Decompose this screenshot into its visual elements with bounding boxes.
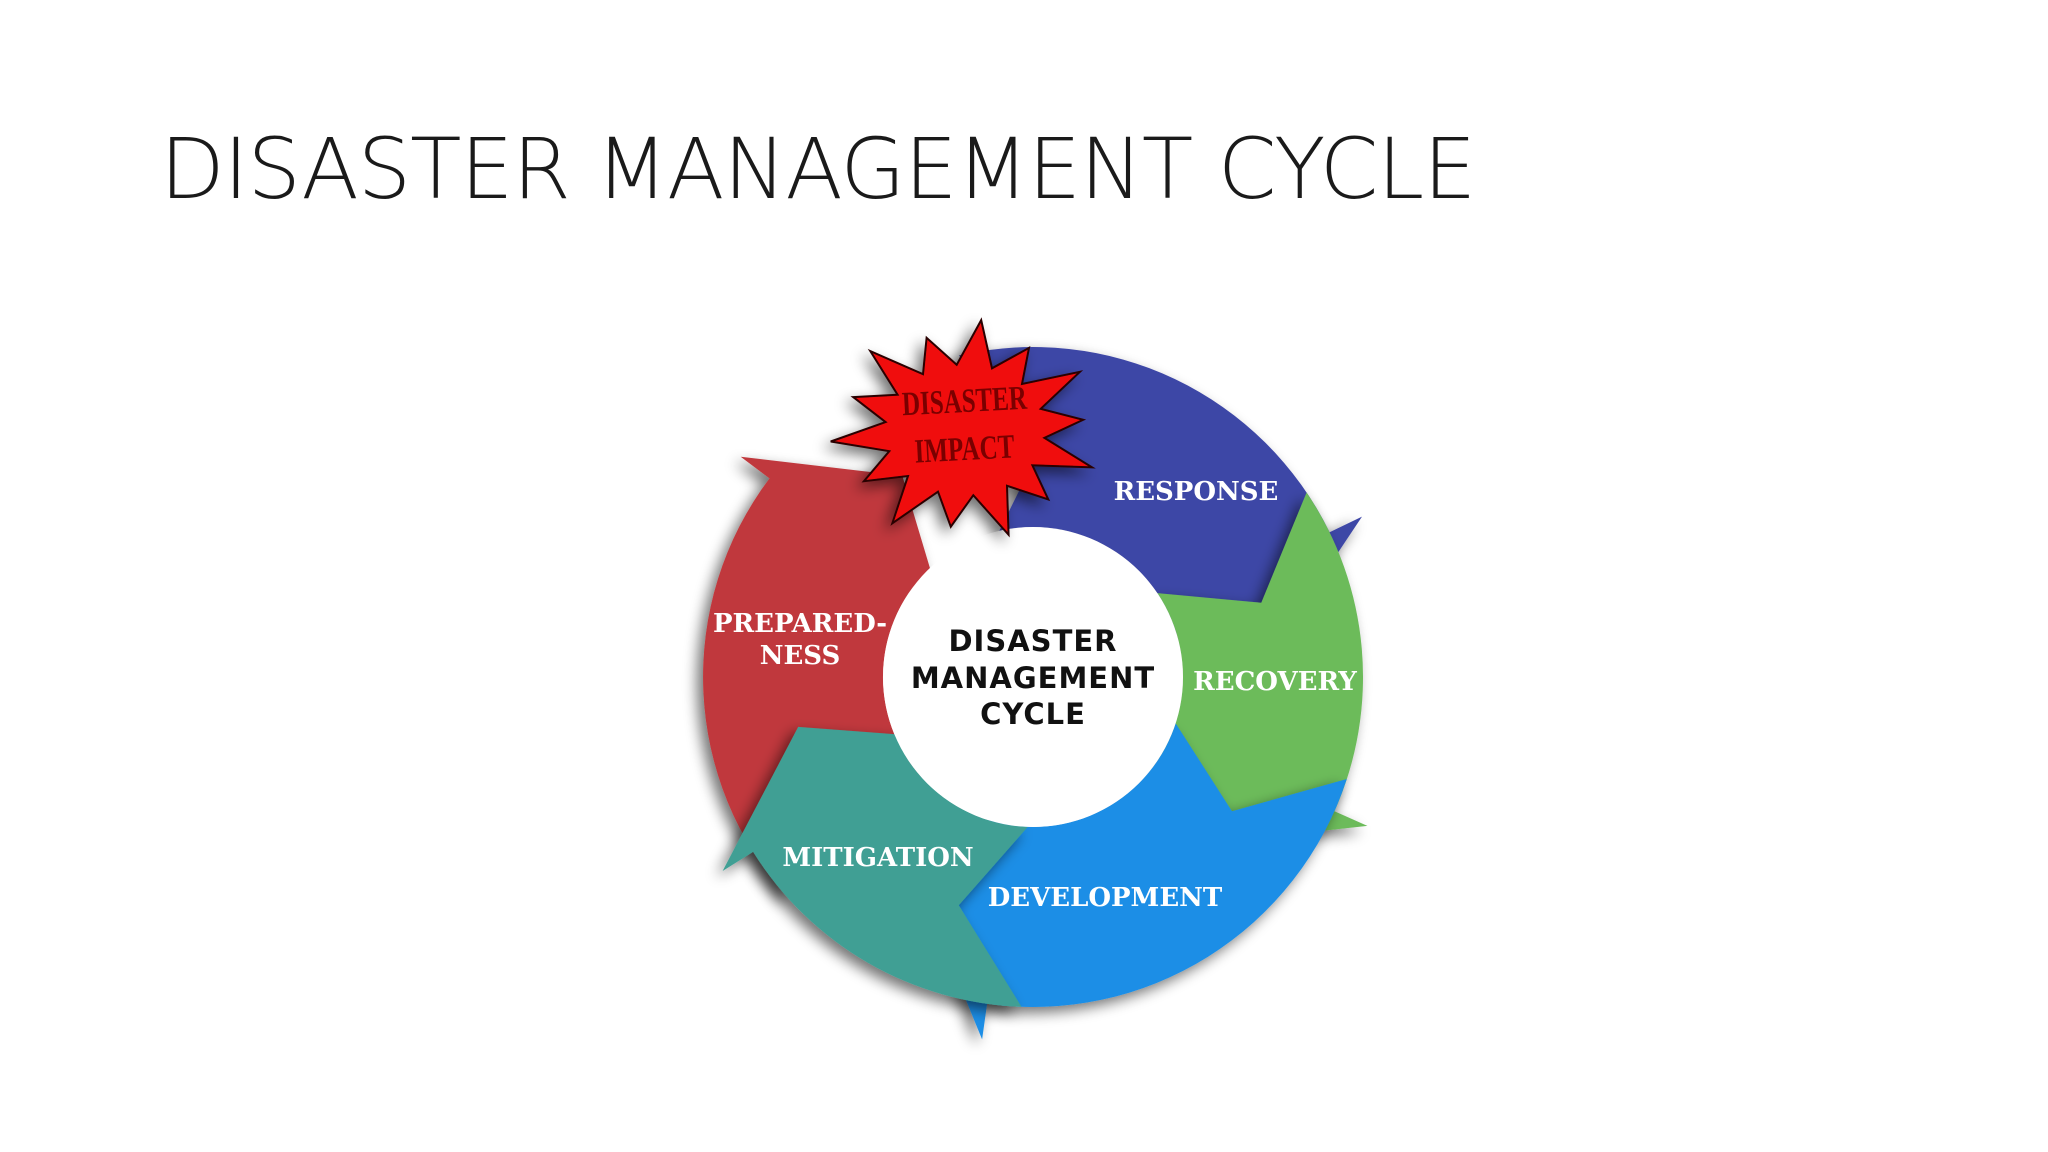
recovery-label: RECOVERY xyxy=(1193,667,1357,697)
burst-label-line1: DISASTER xyxy=(901,380,1028,424)
disaster-impact-burst xyxy=(830,317,1096,538)
center-hub xyxy=(883,527,1183,827)
center-label-line1: DISASTER xyxy=(948,624,1117,658)
response-label: RESPONSE xyxy=(1114,477,1279,507)
development-arrow xyxy=(920,723,1347,1040)
center-label-line2: MANAGEMENT xyxy=(911,661,1155,695)
development-label: DEVELOPMENT xyxy=(988,883,1223,913)
mitigation-arrow xyxy=(722,726,1028,1007)
burst-label-line2: IMPACT xyxy=(914,428,1016,470)
cycle-segments xyxy=(703,347,1368,1040)
preparedness-arrow xyxy=(703,456,942,898)
slide-title: DISASTER MANAGEMENT CYCLE xyxy=(160,120,1476,218)
mitigation-label: MITIGATION xyxy=(782,843,973,873)
preparedness-label-line2: NESS xyxy=(760,641,841,671)
center-label-line3: CYCLE xyxy=(980,697,1086,731)
preparedness-label-line1: PREPARED- xyxy=(713,609,887,639)
